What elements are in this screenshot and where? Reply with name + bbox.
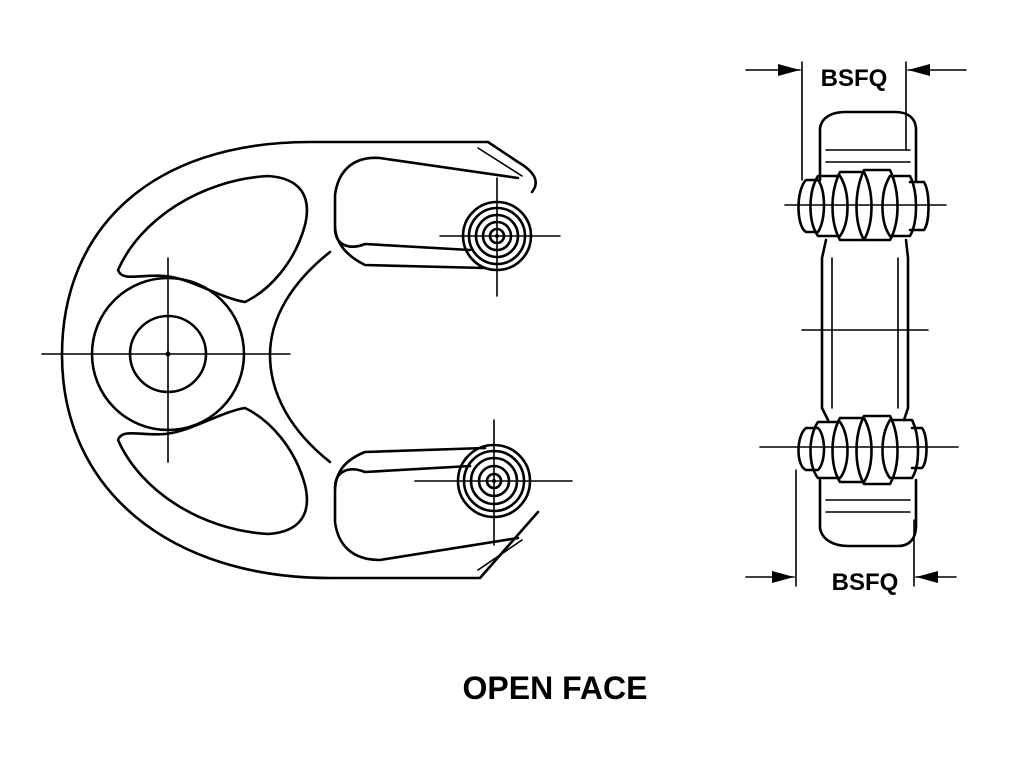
front-lower-slot-lip (333, 464, 472, 490)
dimension-bottom: BSFQ (745, 469, 957, 596)
dimension-bottom-label: BSFQ (832, 569, 899, 596)
front-lower-slot (333, 446, 520, 562)
dimension-top: BSFQ (745, 61, 967, 181)
front-lower-cutout (116, 406, 309, 536)
front-upper-cutout (116, 174, 309, 304)
front-upper-jaw-chamfer (477, 147, 523, 177)
front-upper-slot (333, 156, 520, 270)
front-lower-jaw-chamfer (477, 539, 523, 571)
front-view (41, 140, 573, 580)
side-lower-bead-stack (759, 414, 959, 486)
side-upper-bead-stack (784, 168, 947, 242)
front-upper-jaw-edge (486, 140, 537, 194)
side-middle-column (820, 238, 910, 422)
side-bottom-block (818, 478, 918, 548)
front-lower-roller (414, 419, 573, 546)
dimension-top-label: BSFQ (821, 65, 888, 92)
front-upper-roller (439, 177, 561, 297)
front-upper-slot-lip (333, 226, 472, 252)
side-bottom-block-inner (825, 499, 911, 513)
side-middle-column-inner (831, 257, 899, 409)
side-view: BSFQ BSFQ (745, 61, 967, 596)
front-body-outline (60, 140, 540, 580)
side-top-block (818, 110, 918, 182)
side-top-block-inner (825, 149, 911, 163)
front-web-arc (268, 250, 332, 464)
figure-caption: OPEN FACE (463, 670, 648, 706)
